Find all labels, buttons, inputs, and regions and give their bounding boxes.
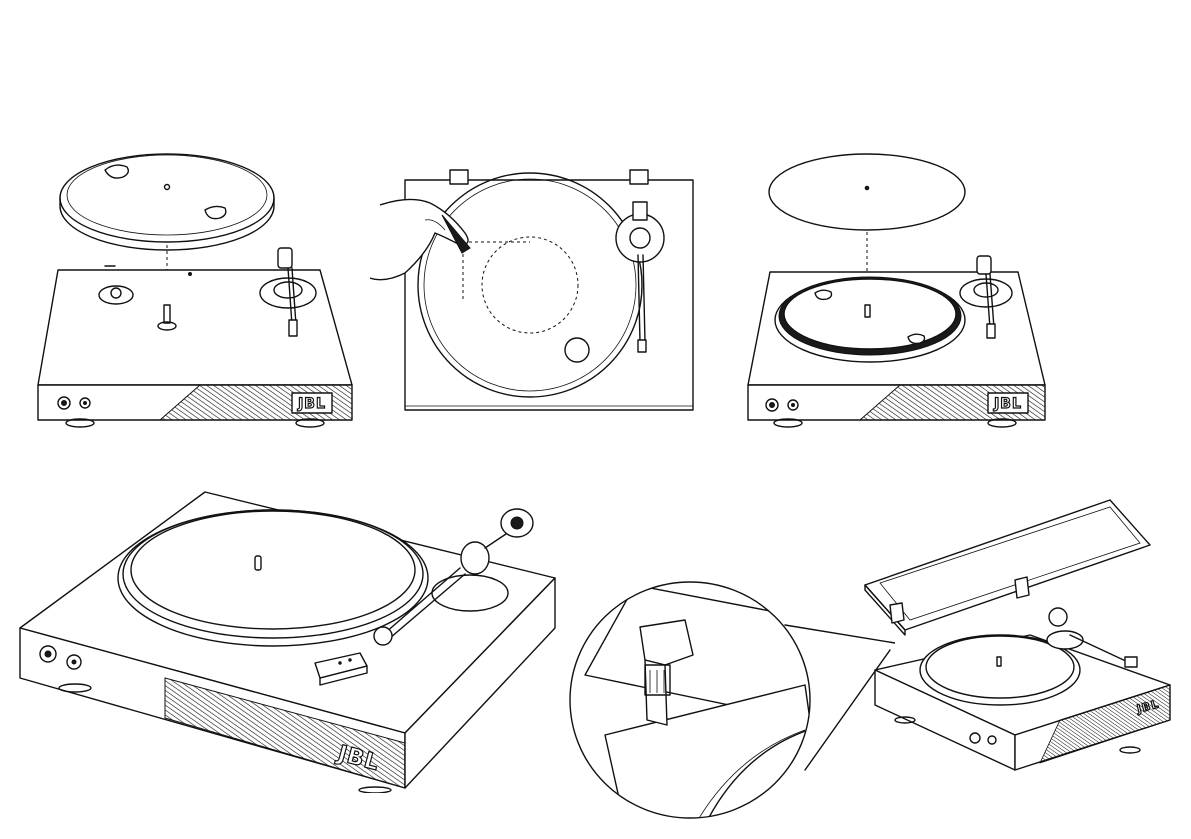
jbl-logo: JBL bbox=[993, 396, 1022, 412]
step-4-cartridge-view: JBL bbox=[15, 488, 560, 793]
step-2-belt-top-view bbox=[370, 160, 700, 420]
jbl-logo: JBL bbox=[297, 396, 326, 412]
platter-icon bbox=[118, 510, 428, 646]
counterweight-icon bbox=[501, 509, 533, 537]
step-1-platter-install: JBL bbox=[30, 140, 360, 430]
step-6-dust-cover-attached: JBL bbox=[860, 495, 1180, 785]
platter-icon bbox=[60, 154, 274, 250]
step-3-mat-install: JBL bbox=[740, 150, 1070, 430]
mat-icon bbox=[769, 154, 965, 230]
dust-cover-icon bbox=[865, 500, 1150, 635]
step-5-hinge-detail bbox=[565, 575, 895, 825]
